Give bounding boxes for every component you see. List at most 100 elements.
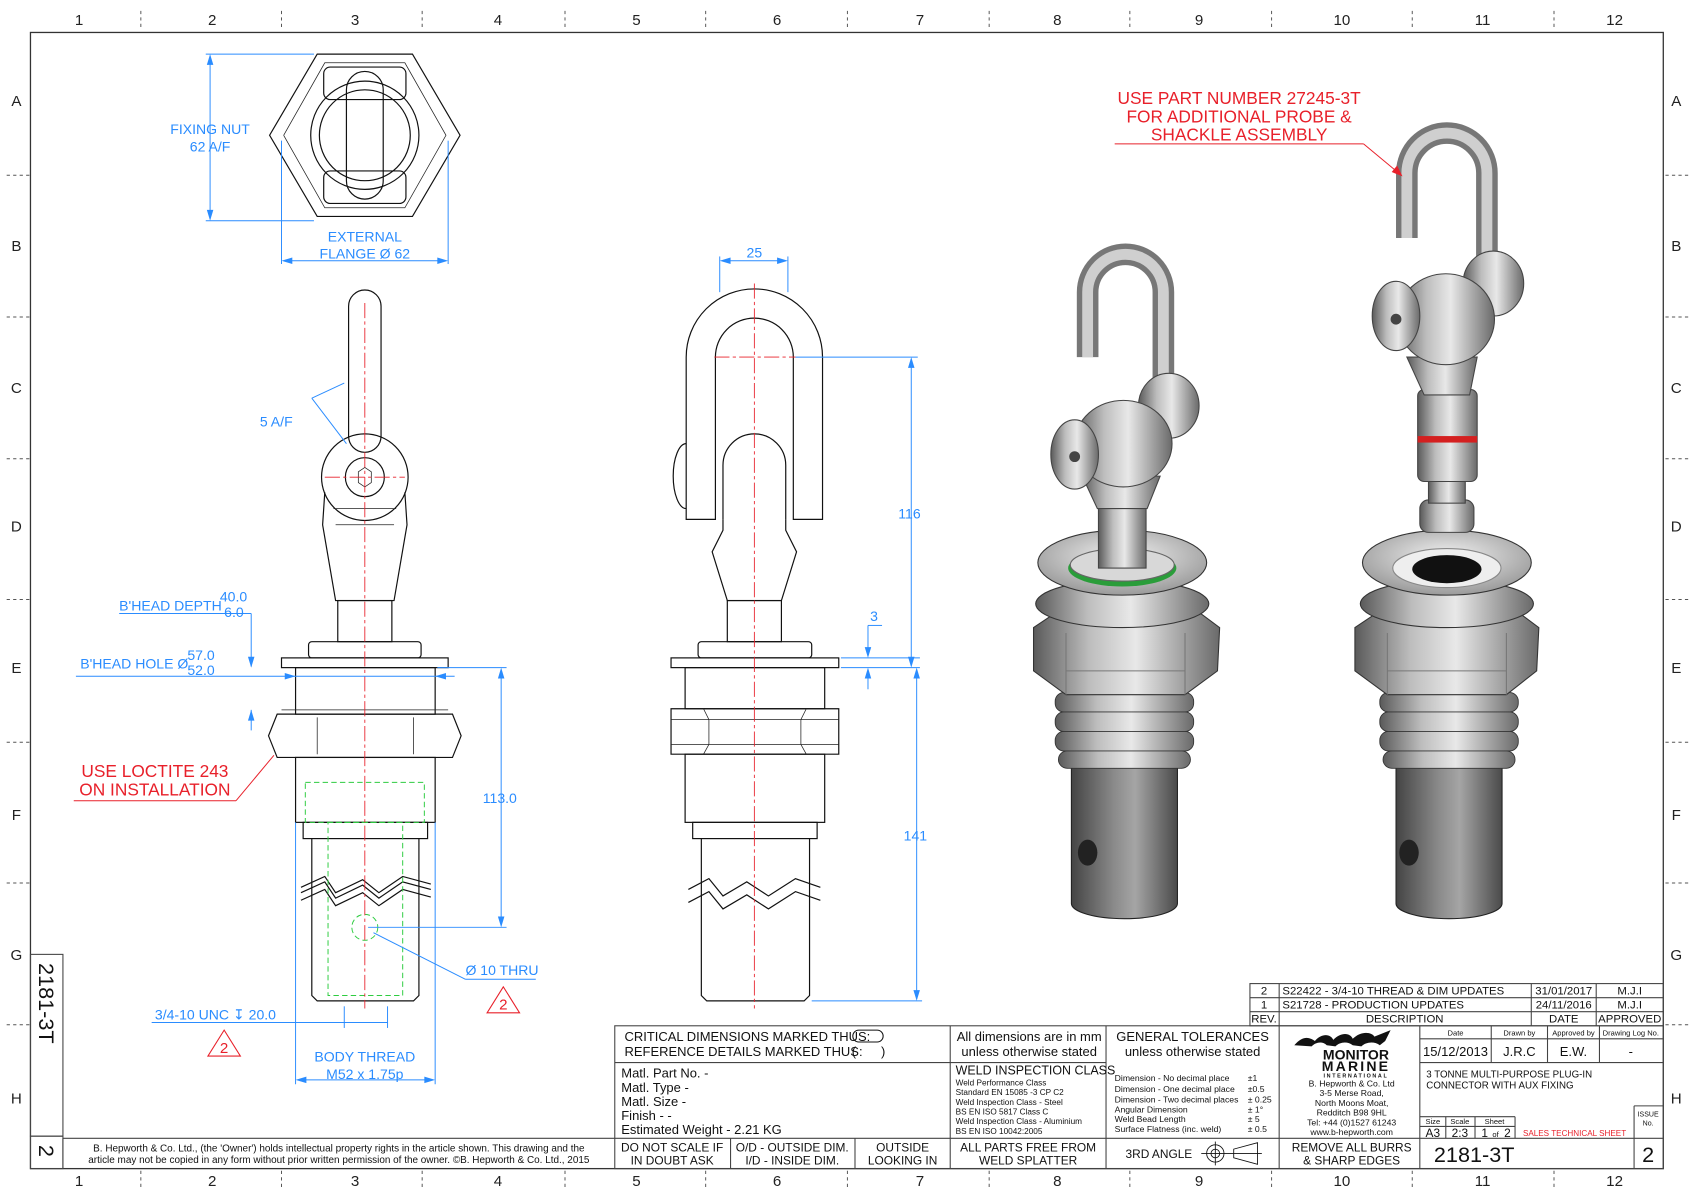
material-size: Matl. Size -	[621, 1094, 686, 1109]
date-header: DATE	[1549, 1014, 1579, 1026]
copyright-line1: B. Hepworth & Co. Ltd., (the 'Owner') ho…	[93, 1143, 585, 1154]
material-info: Matl. Part No. - Matl. Type - Matl. Size…	[621, 1066, 782, 1137]
hex-af-dimension: 5 A/F	[260, 413, 293, 429]
phone: Tel: +44 (0)1527 61243	[1307, 1117, 1396, 1127]
weld-line: BS EN ISO 5817 Class C	[956, 1108, 1049, 1117]
row-label: H	[11, 1091, 22, 1108]
dimension-25: 25	[747, 245, 763, 261]
row-label: B	[11, 238, 21, 255]
col-label: 2	[208, 12, 216, 29]
external-flange-size: FLANGE Ø 62	[320, 246, 411, 262]
part-note-line1: USE PART NUMBER 27245-3T	[1118, 88, 1362, 108]
weld-line: Weld Inspection Class - Steel	[956, 1098, 1063, 1107]
grid-labels: 1 2 3 4 5 6 7 8 9 10 11 12 1 2 3 4 5 6 7…	[11, 12, 1683, 1190]
note-outside: OUTSIDE	[876, 1140, 929, 1154]
rev-approved: M.J.I	[1617, 999, 1642, 1011]
reference-paren-open: (	[852, 1044, 857, 1059]
company-address: B. Hepworth & Co. Ltd 3-5 Merse Road, No…	[1307, 1078, 1396, 1137]
projection-label: 3RD ANGLE	[1126, 1147, 1193, 1161]
weld-line: Weld Inspection Class - Aluminium	[956, 1117, 1083, 1126]
sheet-of: of	[1492, 1130, 1499, 1139]
row-label: F	[12, 807, 21, 824]
col-label: 5	[632, 12, 640, 29]
weld-class-lines: Weld Performance Class Standard EN 15085…	[956, 1078, 1083, 1136]
drawing-number: 2181-3T	[1434, 1142, 1515, 1167]
col-label: 10	[1334, 1173, 1351, 1190]
reference-details-note: REFERENCE DETAILS MARKED THUS:	[625, 1044, 863, 1059]
units-note-2: unless otherwise stated	[961, 1044, 1097, 1059]
material-part-no: Matl. Part No. -	[621, 1066, 708, 1081]
side-drawing-number: 2181-3T	[34, 963, 59, 1044]
website: www.b-hepworth.com	[1309, 1127, 1393, 1137]
row-label: F	[1672, 807, 1681, 824]
col-label: 9	[1195, 1173, 1203, 1190]
drawn-by: J.R.C	[1503, 1044, 1535, 1059]
fixing-nut-label: FIXING NUT	[170, 121, 250, 137]
tolerance-value: ± 1°	[1248, 1104, 1263, 1114]
side-strip: 2181-3T 2	[29, 953, 64, 1170]
col-label: 11	[1475, 12, 1491, 29]
revision-row: 2 S22422 - 3/4-10 THREAD & DIM UPDATES 3…	[1261, 985, 1642, 997]
dimension-3: 3	[870, 608, 878, 624]
drawing-log-no: -	[1629, 1044, 1633, 1059]
grid-ticks	[6, 10, 1689, 1191]
unc-thread-dimension: 3/4-10 UNC ↧ 20.0	[155, 1006, 276, 1022]
rev-description: S22422 - 3/4-10 THREAD & DIM UPDATES	[1282, 985, 1504, 997]
col-label: 7	[916, 1173, 924, 1190]
bhead-depth-upper: 40.0	[220, 589, 248, 605]
revision-marker: 2	[499, 997, 507, 1014]
material-type: Matl. Type -	[621, 1080, 689, 1095]
row-label: C	[1671, 380, 1682, 397]
dimension-113: 113.0	[483, 790, 517, 806]
row-label: G	[11, 947, 23, 964]
part-note-line2: FOR ADDITIONAL PROBE &	[1127, 106, 1353, 126]
monitor-marine-logo: MONITOR MARINE INTERNATIONAL	[1294, 1030, 1391, 1080]
bhead-hole-label: B'HEAD HOLE Ø	[80, 656, 188, 672]
weld-line: Weld Performance Class	[956, 1078, 1047, 1087]
tolerance-label: Angular Dimension	[1115, 1104, 1188, 1114]
col-label: 4	[494, 12, 502, 29]
col-label: 12	[1606, 1173, 1623, 1190]
approved-by: E.W.	[1560, 1044, 1587, 1059]
side-view-left: 5 A/F B'HEAD DEPTH 40.0 6.0 B'HEAD HOLE …	[73, 289, 539, 1085]
tolerance-label: Surface Flatness (inc. weld)	[1115, 1124, 1222, 1134]
col-label: 10	[1334, 12, 1351, 29]
note-weld-splatter: ALL PARTS FREE FROM	[960, 1140, 1096, 1154]
sheet-number: 1	[1481, 1126, 1488, 1140]
general-tolerances-title: GENERAL TOLERANCES	[1116, 1029, 1269, 1044]
sheet-label: Sheet	[1485, 1117, 1506, 1126]
note-outside-dim: O/D - OUTSIDE DIM.	[736, 1140, 849, 1154]
tolerance-value: ± 0.5	[1248, 1124, 1267, 1134]
render-assembled	[1032, 243, 1221, 920]
note-do-not-scale-2: IN DOUBT ASK	[631, 1153, 714, 1167]
tolerance-list: Dimension - No decimal place ±1 Dimensio…	[1115, 1073, 1272, 1134]
description-header: DESCRIPTION	[1366, 1014, 1444, 1026]
tolerance-label: Dimension - Two decimal places	[1115, 1095, 1239, 1105]
thru-hole-dimension: Ø 10 THRU	[465, 962, 538, 978]
copyright-line2: article may not be copied in any form wi…	[88, 1155, 590, 1166]
rev-description: S21728 - PRODUCTION UPDATES	[1282, 999, 1464, 1011]
tolerance-label: Dimension - One decimal place	[1115, 1084, 1235, 1094]
drawing-date: 15/12/2013	[1423, 1044, 1488, 1059]
size-value: A3	[1426, 1126, 1441, 1140]
row-label: G	[1670, 947, 1682, 964]
body-thread-size: M52 x 1.75p	[326, 1066, 403, 1082]
col-label: 3	[351, 12, 359, 29]
revision-marker-triangle	[206, 1029, 242, 1057]
revision-marker-triangle	[486, 985, 521, 1014]
top-view: FIXING NUT 62 A/F EXTERNAL FLANGE Ø 62	[170, 53, 461, 265]
general-tolerances-subtitle: unless otherwise stated	[1125, 1044, 1261, 1059]
sales-technical-sheet: SALES TECHNICAL SHEET	[1523, 1129, 1626, 1138]
issue-label: ISSUE	[1638, 1112, 1659, 1119]
weld-line: Standard EN 15085 -3 CP C2	[956, 1088, 1065, 1097]
address-line: 3-5 Merse Road,	[1319, 1088, 1383, 1098]
dimension-116: 116	[898, 505, 921, 521]
col-label: 9	[1195, 12, 1203, 29]
tolerance-label: Weld Bead Length	[1115, 1114, 1186, 1124]
sheet-total: 2	[1504, 1126, 1511, 1140]
col-label: 6	[773, 1173, 781, 1190]
row-label: C	[11, 380, 22, 397]
col-label: 3	[351, 1173, 359, 1190]
bhead-hole-upper: 57.0	[187, 647, 215, 663]
